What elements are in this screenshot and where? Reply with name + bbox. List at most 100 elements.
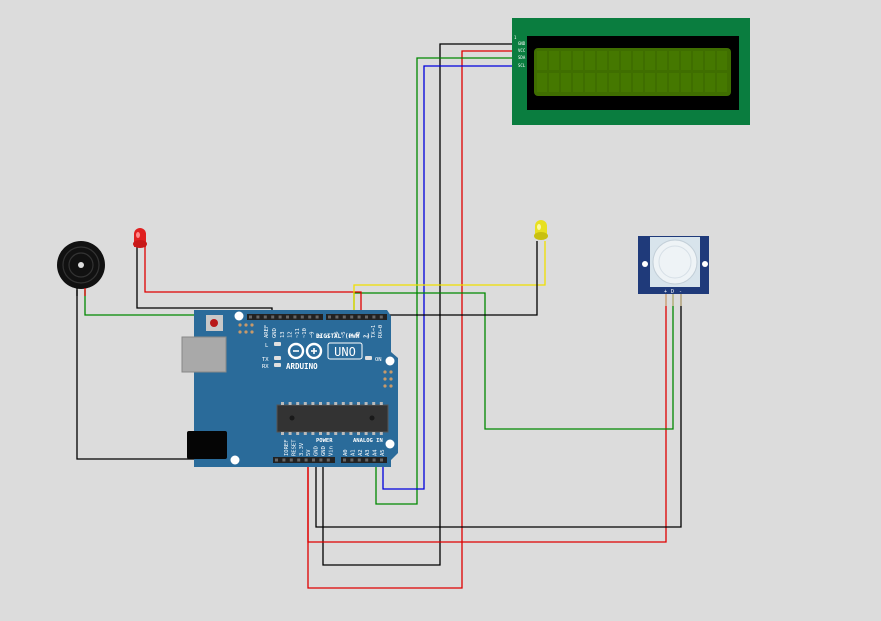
- chip-pin: [303, 402, 307, 405]
- lcd-pin1-marker: 1: [514, 35, 517, 40]
- lcd-cell: [621, 73, 631, 92]
- lcd-module[interactable]: 1 GND VCC SDA SCL: [512, 18, 750, 125]
- icsp-pin: [238, 323, 242, 327]
- chip-pin: [281, 432, 284, 435]
- lcd-character-cells: [537, 51, 727, 92]
- icsp-pin: [244, 323, 248, 327]
- wire-lcd-scl[interactable]: [382, 65, 515, 490]
- lcd-cell: [645, 51, 655, 70]
- icsp-pin: [244, 330, 248, 334]
- wire-pir-vcc[interactable]: [307, 294, 667, 543]
- header-pin-hole: [342, 315, 346, 319]
- chip-pin: [364, 432, 368, 435]
- buzzer-ring-inner: [68, 252, 94, 278]
- icsp-pin: [383, 384, 387, 388]
- lcd-cell: [609, 51, 619, 70]
- lcd-cell: [681, 51, 691, 70]
- lcd-cell: [645, 73, 655, 92]
- chip-pin: [334, 402, 338, 405]
- lcd-cell: [657, 73, 667, 92]
- yellow-led-highlight: [537, 224, 541, 230]
- buzzer[interactable]: [57, 241, 105, 296]
- lcd-cell: [573, 51, 583, 70]
- icsp-pin: [389, 384, 393, 388]
- chip-pin: [357, 432, 360, 435]
- digital-pin-label: ~3: [356, 331, 362, 338]
- rx-led: [274, 363, 281, 367]
- header-pin-hole: [315, 315, 319, 319]
- lcd-cell: [561, 73, 571, 92]
- chip-pin: [311, 402, 315, 405]
- chip-pin: [379, 432, 383, 435]
- header-pin-hole: [350, 315, 354, 319]
- analog-pin-label: A4: [373, 449, 379, 456]
- wire-lcd-vcc[interactable]: [307, 50, 515, 589]
- red-led[interactable]: [133, 228, 147, 248]
- pir-pin-plus: +: [664, 289, 667, 295]
- header-pin-hole: [343, 458, 346, 462]
- reset-button-cap[interactable]: [210, 319, 218, 327]
- power-pin-label: 5V: [306, 449, 312, 456]
- lcd-cell: [681, 73, 691, 92]
- chip-pin: [349, 432, 353, 435]
- analog-pin-label: A1: [350, 449, 356, 456]
- header-pin-hole: [297, 458, 301, 462]
- header-pin-hole: [286, 315, 289, 319]
- pir-pin-minus: -: [679, 289, 682, 295]
- digital-label: DIGITAL (PWM ~): [316, 333, 370, 340]
- icsp-header-top: [238, 323, 254, 334]
- chip-pin: [341, 432, 345, 435]
- pir-sensor[interactable]: + D -: [638, 236, 709, 306]
- header-pin-hole: [278, 315, 282, 319]
- atmega-chip: [276, 404, 389, 433]
- mount-hole-3: [385, 356, 395, 366]
- chip-pin: [303, 432, 307, 435]
- wire-pir-gnd[interactable]: [315, 294, 682, 528]
- analog-header: [341, 457, 387, 463]
- header-pin-hole: [372, 315, 376, 319]
- wire-lcd-sda[interactable]: [375, 57, 515, 505]
- chip-pin: [379, 402, 383, 405]
- wire-red-led-cathode[interactable]: [136, 247, 273, 316]
- header-pin-hole: [300, 315, 304, 319]
- header-pin-hole: [293, 315, 297, 319]
- lcd-pin-labels: GND VCC SDA SCL: [518, 41, 526, 68]
- digital-pin-label: 8: [317, 335, 323, 338]
- lcd-cell: [585, 51, 595, 70]
- lcd-cell: [693, 51, 703, 70]
- digital-header-pins: [249, 315, 383, 319]
- mount-hole-1: [234, 311, 244, 321]
- lcd-pin-sda: SDA: [518, 55, 526, 60]
- lcd-cell: [633, 73, 643, 92]
- yellow-led[interactable]: [534, 220, 548, 240]
- header-pin-hole: [308, 315, 312, 319]
- chip-pin: [296, 402, 300, 405]
- wire-lcd-gnd[interactable]: [322, 43, 515, 566]
- icsp-pin: [389, 377, 393, 381]
- header-pin-hole: [357, 458, 361, 462]
- lcd-cell: [693, 73, 703, 92]
- digital-pin-label: ~11: [295, 328, 301, 338]
- header-pin-hole: [326, 458, 330, 462]
- arduino-infinity-icon: [287, 342, 323, 360]
- chip-pin: [288, 432, 292, 435]
- yellow-led-base: [534, 232, 548, 240]
- chip-pin: [349, 402, 353, 405]
- lcd-cell: [657, 51, 667, 70]
- icsp-pin: [383, 370, 387, 374]
- wire-yellow-led-cathode[interactable]: [352, 241, 538, 316]
- lcd-cell: [669, 73, 679, 92]
- analog-pin-label: A0: [343, 449, 349, 456]
- wire-yellow-led-anode[interactable]: [353, 241, 546, 316]
- wire-pir-out[interactable]: [353, 292, 674, 430]
- header-pin-hole: [365, 315, 368, 319]
- digital-pin-label: RX←0: [378, 325, 384, 338]
- chip-pin: [311, 432, 315, 435]
- header-pin-hole: [271, 315, 275, 319]
- digital-header-2: [326, 314, 387, 320]
- wire-red-led-anode[interactable]: [144, 247, 362, 316]
- chip-pin: [296, 432, 300, 435]
- chip-pin: [334, 432, 338, 435]
- chip-pin: [357, 402, 360, 405]
